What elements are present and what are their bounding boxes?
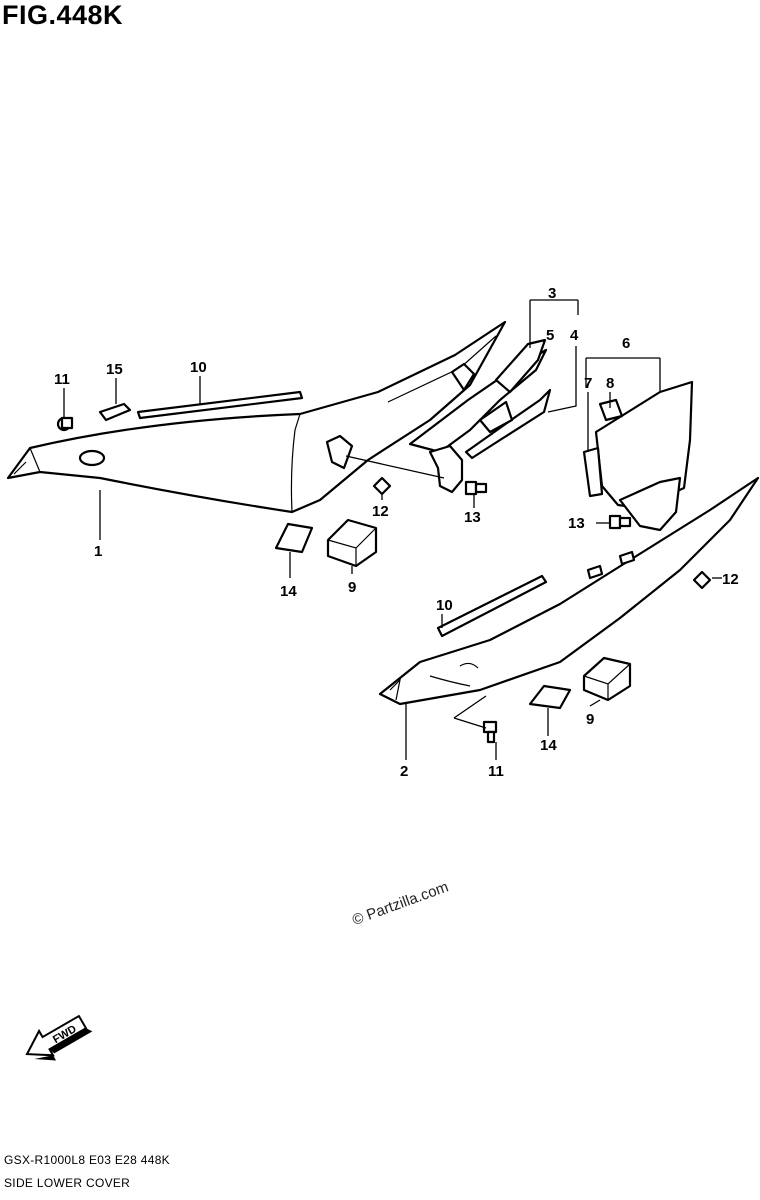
part-6-right-panel-assembly[interactable]	[582, 380, 694, 532]
callout-6: 6	[622, 335, 630, 352]
part-10-strip-lower[interactable]	[436, 574, 548, 638]
callout-2: 2	[400, 763, 408, 780]
callout-12-lower: 12	[722, 571, 739, 588]
footer-part-name: SIDE LOWER COVER	[4, 1176, 131, 1190]
part-15-cushion[interactable]	[98, 402, 132, 422]
part-1-left-side-cover[interactable]	[6, 320, 507, 514]
part-12-clip-lower[interactable]	[692, 570, 712, 590]
callout-14-upper: 14	[280, 583, 297, 600]
callout-3: 3	[548, 285, 556, 302]
part-10-strip-upper[interactable]	[136, 390, 304, 420]
part-12-clip-upper[interactable]	[372, 476, 392, 496]
footer-model-code: GSX-R1000L8 E03 E28 448K	[4, 1153, 170, 1167]
callout-9-upper: 9	[348, 579, 356, 596]
callout-8: 8	[606, 375, 614, 392]
part-11-bolt-lower[interactable]	[482, 720, 498, 744]
callout-labels: 3 5 4 6 7 8 11 15 10 1 12 13 14 9 13 12 …	[54, 285, 739, 780]
callout-7: 7	[584, 375, 592, 392]
part-14-pad-lower[interactable]	[528, 684, 572, 710]
figure-title: FIG.448K	[2, 0, 124, 30]
fwd-arrow-icon: FWD	[25, 1014, 93, 1061]
callout-10-upper: 10	[190, 359, 207, 376]
callout-13-lower: 13	[568, 515, 585, 532]
part-13-screw-upper[interactable]	[464, 480, 488, 496]
part-2-right-side-cover[interactable]	[378, 476, 760, 706]
callout-1: 1	[94, 543, 102, 560]
callout-14-lower: 14	[540, 737, 557, 754]
callout-13-upper: 13	[464, 509, 481, 526]
callout-5: 5	[546, 327, 554, 344]
part-9-block-lower[interactable]	[582, 656, 632, 702]
callout-11-upper: 11	[54, 371, 70, 388]
part-13-screw-lower[interactable]	[608, 514, 632, 530]
part-14-pad-upper[interactable]	[274, 522, 314, 554]
callout-10-lower: 10	[436, 597, 453, 614]
callout-15: 15	[106, 361, 123, 378]
part-11-bolt-upper[interactable]	[56, 416, 74, 432]
part-9-block-upper[interactable]	[326, 518, 378, 568]
leader-lines	[63, 299, 722, 760]
callout-9-lower: 9	[586, 711, 594, 728]
part-3-bracket-assembly[interactable]	[408, 338, 552, 494]
callout-12-upper: 12	[372, 503, 389, 520]
callout-11-lower: 11	[488, 763, 504, 780]
callout-4: 4	[570, 327, 579, 344]
